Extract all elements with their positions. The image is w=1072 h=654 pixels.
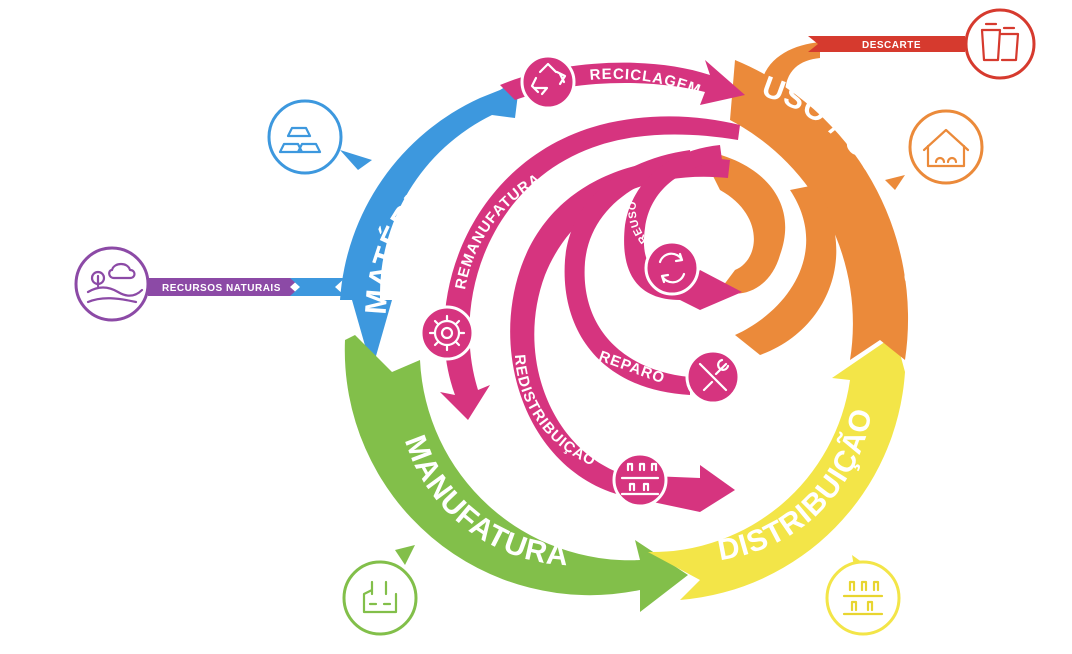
descarte-arrow: DESCARTE: [808, 36, 965, 52]
remanufatura-loop: [440, 116, 740, 420]
tools-icon: [685, 349, 741, 405]
uso-consumo-arc: [700, 42, 909, 360]
reparo-loop: [564, 150, 692, 395]
distribuicao-shelf-icon: [825, 555, 901, 636]
trash-bins-icon: [964, 8, 1036, 80]
recursos-naturais-label: RECURSOS NATURAIS: [162, 283, 281, 294]
materia-prima-arc: [340, 78, 520, 370]
recursos-naturais-arrow: RECURSOS NATURAIS: [148, 278, 345, 296]
gear-icon: [419, 305, 475, 361]
gold-bars-icon: [267, 99, 372, 175]
recycle-icon: [520, 54, 576, 110]
descarte-label: DESCARTE: [862, 40, 921, 51]
landscape-icon: [74, 246, 150, 322]
refresh-icon: [644, 240, 700, 296]
distribuicao-arc: [648, 335, 905, 600]
reuso-loop: [624, 145, 742, 310]
redistribuicao-loop: [510, 158, 735, 512]
shelf-products-icon: [612, 452, 668, 508]
factory-icon: [342, 545, 418, 636]
manufatura-arc: [344, 335, 688, 612]
materia-prima-label: MATÉRIA PRIMA: [0, 0, 467, 316]
household-icon: [885, 109, 984, 190]
